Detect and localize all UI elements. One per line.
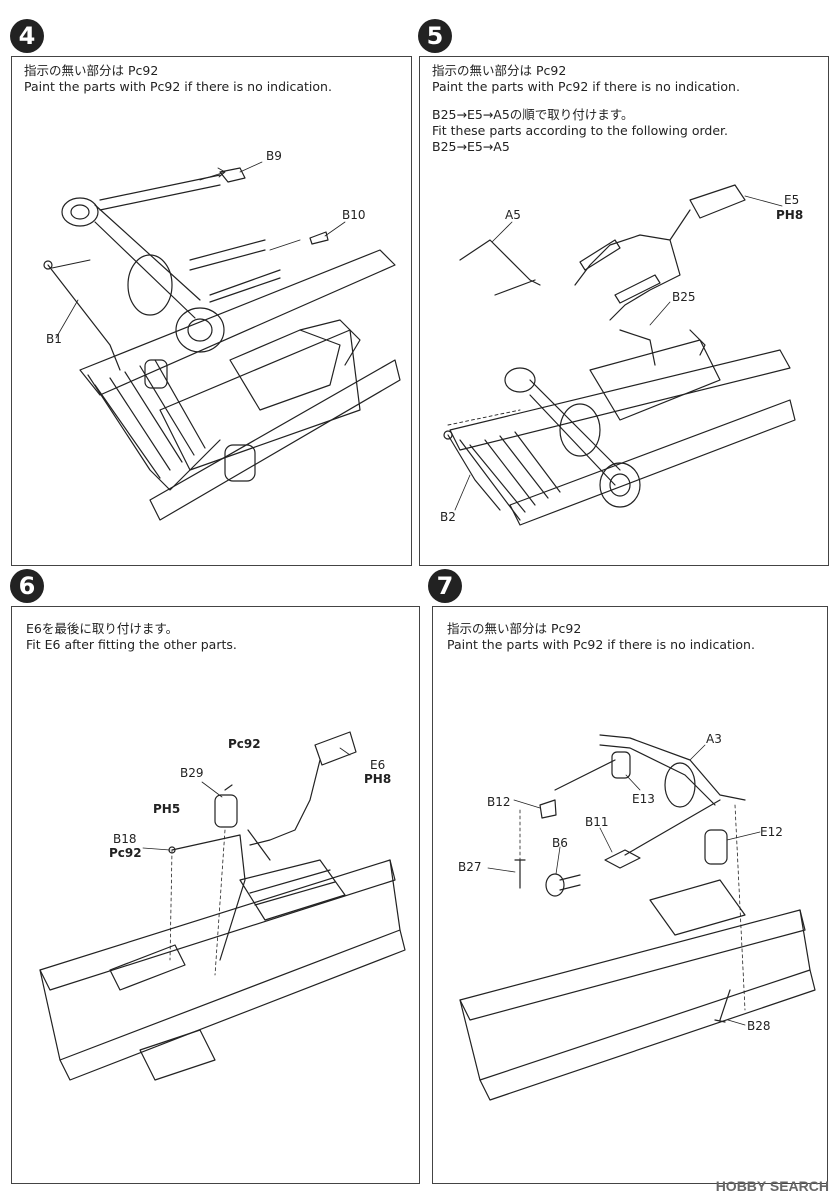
step-5-label-b25: B25 — [672, 290, 696, 304]
step-4-label-b1: B1 — [46, 332, 62, 346]
step-6-paint-b29-side: PH5 — [153, 802, 181, 816]
step-4-instructions: 指示の無い部分は Pc92 Paint the parts with Pc92 … — [24, 63, 332, 95]
step-7-label-b6: B6 — [552, 836, 568, 850]
step-5-order-seq: B25→E5→A5 — [432, 139, 510, 154]
step-7-instructions: 指示の無い部分は Pc92 Paint the parts with Pc92 … — [447, 621, 755, 653]
step-7-label-b27: B27 — [458, 860, 482, 874]
step-7-label-b12: B12 — [487, 795, 511, 809]
step-5-paint-e5: PH8 — [776, 208, 804, 222]
step-7-badge: 7 — [428, 569, 462, 603]
hobby-search-watermark: HOBBY SEARCH — [715, 1178, 829, 1194]
step-4-badge: 4 — [10, 19, 44, 53]
step-5-label-b2: B2 — [440, 510, 456, 524]
step-4-label-b9: B9 — [266, 149, 282, 163]
step-5-label-a5: A5 — [505, 208, 521, 222]
step-5-order-jp: B25→E5→A5の順で取り付けます。 — [432, 107, 634, 122]
step-5-instruction-jp: 指示の無い部分は Pc92 — [432, 63, 567, 78]
step-5-label-e5: E5 — [784, 193, 800, 207]
step-7-panel — [432, 606, 828, 1184]
step-7-drawing — [459, 734, 816, 1101]
step-5-instruction-en: Paint the parts with Pc92 if there is no… — [432, 79, 740, 94]
step-5-order-en: Fit these parts according to the followi… — [432, 123, 728, 138]
step-5-panel — [419, 56, 829, 566]
step-4-instruction-en: Paint the parts with Pc92 if there is no… — [24, 79, 332, 94]
step-6-paint-e6: PH8 — [364, 772, 392, 786]
step-7-label-a3: A3 — [706, 732, 722, 746]
step-7-instruction-jp: 指示の無い部分は Pc92 — [447, 621, 582, 636]
step-5-instructions: 指示の無い部分は Pc92 Paint the parts with Pc92 … — [432, 63, 740, 155]
step-6-label-b18: B18 — [113, 832, 137, 846]
step-7-label-b28: B28 — [747, 1019, 771, 1033]
step-6-paint-b29-top: Pc92 — [228, 737, 261, 751]
step-6-label-e6: E6 — [370, 758, 386, 772]
step-7-label-b11: B11 — [585, 815, 609, 829]
step-6-drawing — [39, 731, 406, 1081]
step-6-badge: 6 — [10, 569, 44, 603]
step-7-instruction-en: Paint the parts with Pc92 if there is no… — [447, 637, 755, 652]
step-4-instruction-jp: 指示の無い部分は Pc92 — [24, 63, 159, 78]
step-6-instruction-jp: E6を最後に取り付けます。 — [26, 621, 179, 636]
step-4-drawing — [43, 161, 401, 521]
step-6-label-b29: B29 — [180, 766, 204, 780]
step-5-badge: 5 — [418, 19, 452, 53]
step-7-label-e13: E13 — [632, 792, 655, 806]
step-5-drawing — [443, 184, 796, 526]
step-6-panel — [11, 606, 420, 1184]
step-7-label-e12: E12 — [760, 825, 783, 839]
step-6-paint-b18: Pc92 — [109, 846, 142, 860]
step-6-instruction-en: Fit E6 after fitting the other parts. — [26, 637, 237, 652]
step-6-instructions: E6を最後に取り付けます。 Fit E6 after fitting the o… — [26, 621, 237, 653]
step-4-label-b10: B10 — [342, 208, 366, 222]
